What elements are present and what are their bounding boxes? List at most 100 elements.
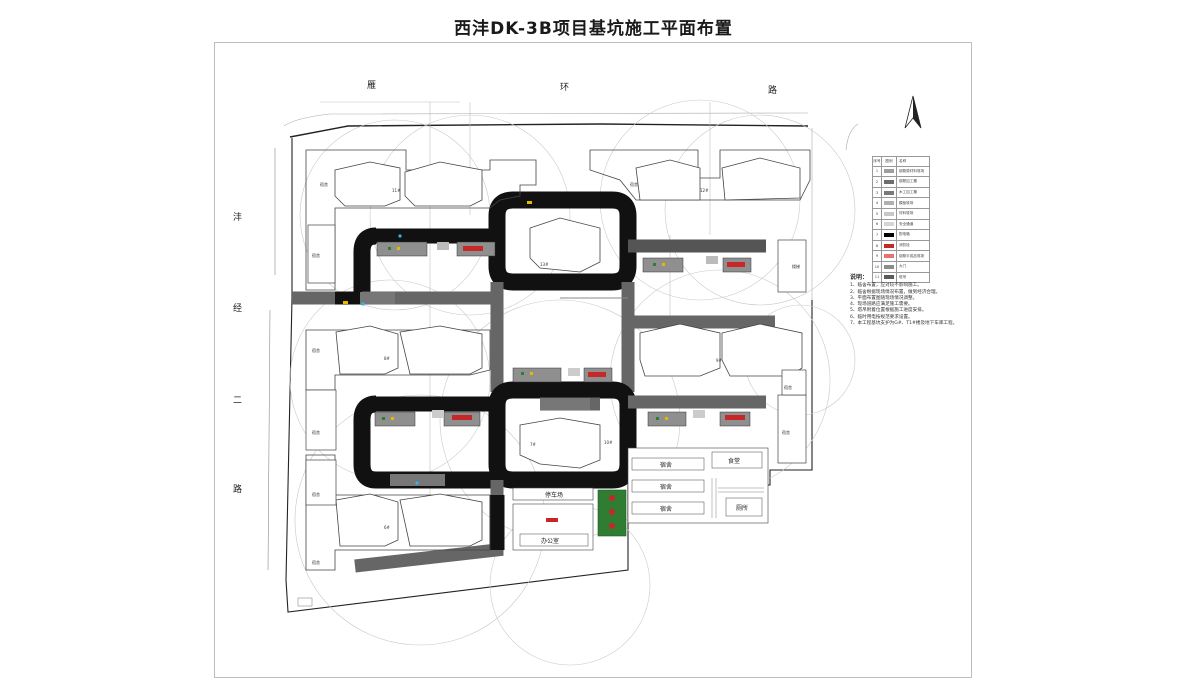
notes-title: 说明：: [850, 274, 869, 281]
legend-row-swatch: [882, 219, 897, 230]
dorm-row-1: [631, 457, 705, 471]
legend-swatch-icon: [884, 211, 894, 216]
steel-yard-1: [376, 241, 428, 257]
dorm-small-label-3: 宿舍: [312, 430, 320, 435]
legend-row-no: 5: [873, 208, 882, 219]
dorm-small-label-9: 宿舍: [630, 182, 638, 187]
legend-row-name: 钢筋半成品堆场: [899, 253, 925, 258]
dorm-small-label-4: 宿舍: [312, 492, 320, 497]
building-12-label: 12#: [700, 188, 709, 193]
office-label: 办公室: [541, 538, 560, 545]
template-yard-5: [693, 410, 705, 418]
legend-row: 9 钢筋半成品堆场: [872, 251, 930, 262]
template-yard-3: [568, 368, 580, 376]
note-item: 6、临时用电按规范要求设置。: [850, 314, 913, 320]
legend-swatch-icon: [884, 190, 894, 195]
north-road-label-3: 路: [768, 86, 778, 96]
note-item: 4、现场道路应满足施工需要。: [850, 302, 913, 308]
dorm-small-label-2: 宿舍: [312, 348, 320, 353]
processing-mark-5: [725, 415, 745, 420]
note-item: 3、平面布置图随现场情况调整。: [850, 295, 918, 301]
legend-row-no: 10: [873, 261, 882, 272]
legend-row-name: 钢筋原材料堆场: [899, 168, 925, 173]
west-road-label-2: 经: [233, 304, 243, 314]
legend-swatch-icon: [884, 264, 894, 269]
legend-swatch-icon: [884, 243, 894, 248]
east-road-curve: [845, 123, 859, 151]
legend-row: 5 材料堆场: [872, 208, 930, 220]
legend-row-name: 模板堆场: [899, 200, 914, 205]
dorm-small-label-6: 宿舍: [320, 182, 328, 187]
north-road-label-1: 雁: [367, 81, 377, 91]
toilet-building: [725, 497, 763, 517]
road-segments: [360, 292, 590, 486]
legend-row-swatch: [882, 272, 897, 283]
gate-box: [297, 597, 313, 607]
template-yard-1: [437, 242, 449, 250]
legend-row-swatch: [882, 177, 897, 187]
north-road-centerline: [283, 112, 809, 127]
dorm-label-1: 宿舍: [660, 462, 673, 469]
west-road-label-1: 沣: [233, 213, 243, 223]
north-arrow-icon: [904, 95, 922, 129]
legend-swatch-icon: [884, 275, 894, 280]
processing-mark-1: [463, 246, 483, 251]
equipment-markers: [343, 201, 668, 485]
legend-row-name: 塔吊: [899, 274, 907, 279]
north-road-label-2: 环: [560, 83, 570, 93]
dorm-small-label-8: 宿舍: [784, 385, 792, 390]
legend-row-no: 3: [873, 187, 882, 198]
legend-row-swatch: [882, 230, 897, 240]
legend-row-swatch: [882, 251, 897, 261]
dorm-small-label-5: 宿舍: [312, 560, 320, 565]
processing-mark-3: [588, 372, 606, 377]
legend-row-no: 11: [873, 272, 882, 283]
legend-row-swatch: [882, 208, 897, 219]
legend-row-no: 9: [873, 251, 882, 261]
auxiliary-buildings: [305, 224, 807, 506]
template-yard-4: [432, 410, 444, 418]
toilet-label: 厕所: [736, 505, 749, 512]
legend-row-no: 4: [873, 198, 882, 208]
building-13-label: 13#: [540, 262, 549, 267]
legend-row-swatch: [882, 198, 897, 208]
note-item: 1、临舍布置，应对较不影响施工。: [850, 283, 922, 289]
canteen-building: [711, 451, 763, 469]
legend-swatch-icon: [884, 254, 894, 259]
legend-header: 序号 图例 名称: [872, 156, 930, 167]
steel-yard-3: [512, 367, 562, 383]
steel-yard-4: [374, 411, 416, 427]
legend-row-swatch: [882, 187, 897, 198]
legend-row-no: 2: [873, 177, 882, 187]
legend-row-no: 6: [873, 219, 882, 230]
building-8-label: 8#: [384, 356, 390, 361]
legend-swatch-icon: [884, 232, 894, 237]
notes-block: 说明： 1、临舍布置，应对较不影响施工。 2、临舍根据现场情况布置，做到经济合理…: [850, 274, 968, 327]
site-facilities: [297, 447, 769, 607]
flag-mark: [546, 518, 558, 522]
legend-row-no: 1: [873, 166, 882, 177]
dorm-row-2: [631, 479, 705, 493]
office-building: [519, 533, 589, 547]
legend-row-name: 材料堆场: [899, 211, 914, 216]
stairs-label: 楼梯: [792, 264, 800, 269]
legend-row-name: 安全通道: [899, 221, 914, 226]
processing-mark-4: [452, 415, 472, 420]
legend-row-name: 消防栓: [899, 243, 910, 248]
legend-row: 4 模板堆场: [872, 198, 930, 209]
residential-buildings: [305, 149, 811, 571]
legend-row: 1 钢筋原材料堆场: [872, 166, 930, 178]
legend-row-swatch: [882, 240, 897, 251]
legend-row: 11 塔吊: [872, 272, 930, 284]
dorm-row-3: [631, 501, 705, 515]
west-road-label-3: 二: [233, 396, 243, 406]
legend-row-no: 7: [873, 230, 882, 240]
parking-area: [512, 487, 594, 501]
dorm-small-label-1: 宿舍: [312, 253, 320, 258]
